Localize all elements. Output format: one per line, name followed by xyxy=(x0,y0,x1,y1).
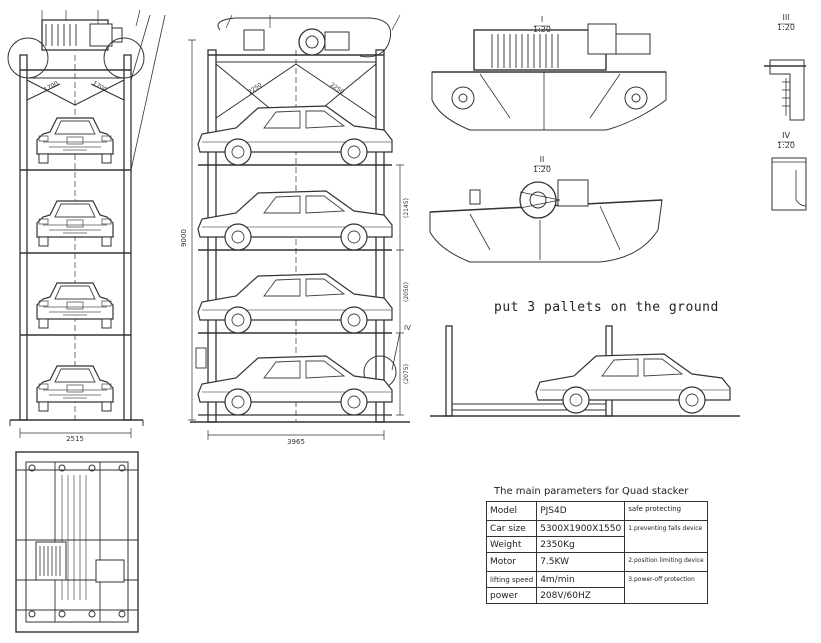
param-label: Car size xyxy=(485,520,538,537)
param-label: Weight xyxy=(485,536,538,553)
car-side-level-3 xyxy=(197,190,393,251)
dim-total-height: 9000 xyxy=(180,229,188,247)
marker-iv: IV xyxy=(404,324,411,332)
detail-iv xyxy=(771,141,807,211)
plan-view xyxy=(15,451,139,633)
car-side-ground xyxy=(535,353,731,414)
param-label: Model xyxy=(485,501,538,521)
detail-iii-scale: 1:20 xyxy=(777,23,795,32)
param-value: 208V/60HZ xyxy=(536,587,626,604)
table-row: lifting speed 4m/min 3.power-off protect… xyxy=(485,571,708,604)
params-table: Model PJS4D safe protecting Car size 530… xyxy=(485,501,708,604)
param-value: 7.5KW xyxy=(536,552,626,572)
dim-beam-side-right: 2250 xyxy=(329,82,346,97)
detail-iii-number: III xyxy=(782,13,789,22)
detail-ii xyxy=(429,165,663,263)
detail-ii-number: II xyxy=(540,155,545,164)
detail-ii-scale: 1:20 xyxy=(533,165,551,174)
pallets-note: put 3 pallets on the ground xyxy=(494,300,719,315)
param-label: Motor xyxy=(485,552,538,572)
param-value: 2350Kg xyxy=(536,536,626,553)
detail-iv-number: IV xyxy=(782,131,790,140)
car-side-level-4 xyxy=(197,105,393,166)
car-side-level-2 xyxy=(197,273,393,334)
param-value: PJS4D xyxy=(536,501,626,521)
detail-i-number: I xyxy=(541,15,543,24)
param-value: 5300X1900X1550 xyxy=(536,520,626,537)
param-label: lifting speed xyxy=(485,571,538,588)
dim-level-height-1: (2145) xyxy=(403,198,410,218)
dim-level-height-3: (2075) xyxy=(403,364,410,384)
safety-header: safe protecting xyxy=(624,501,708,521)
detail-i xyxy=(431,23,667,131)
safety-item: 1.preventing falls device xyxy=(624,520,708,553)
table-row: Weight 2350Kg xyxy=(485,536,708,553)
dim-beam-left: 1700 xyxy=(43,80,60,94)
dim-level-height-2: (2050) xyxy=(403,282,410,302)
front-elevation xyxy=(7,9,166,438)
car-front-level-1 xyxy=(36,365,114,412)
detail-iv-scale: 1:20 xyxy=(777,141,795,150)
param-label: power xyxy=(485,587,538,604)
table-row: power 208V/60HZ xyxy=(485,587,708,604)
detail-iii xyxy=(764,23,806,121)
param-value: 4m/min xyxy=(536,571,626,588)
dim-beam-side-left: 2250 xyxy=(247,81,264,96)
table-row: Car size 5300X1900X1550 1.preventing fal… xyxy=(485,520,708,553)
params-title: The main parameters for Quad stacker xyxy=(494,486,689,497)
dim-beam-right: 1700 xyxy=(91,80,108,94)
dim-side-length: 3965 xyxy=(287,438,305,446)
table-row: Model PJS4D safe protecting xyxy=(485,501,708,521)
detail-i-scale: 1:20 xyxy=(533,25,551,34)
safety-item: 2.position limiting device xyxy=(624,552,708,572)
car-side-level-1 xyxy=(197,355,393,416)
dim-front-width: 2515 xyxy=(66,435,84,443)
safety-item: 3.power-off protection xyxy=(624,571,708,604)
table-row: Motor 7.5KW 2.position limiting device xyxy=(485,552,708,572)
